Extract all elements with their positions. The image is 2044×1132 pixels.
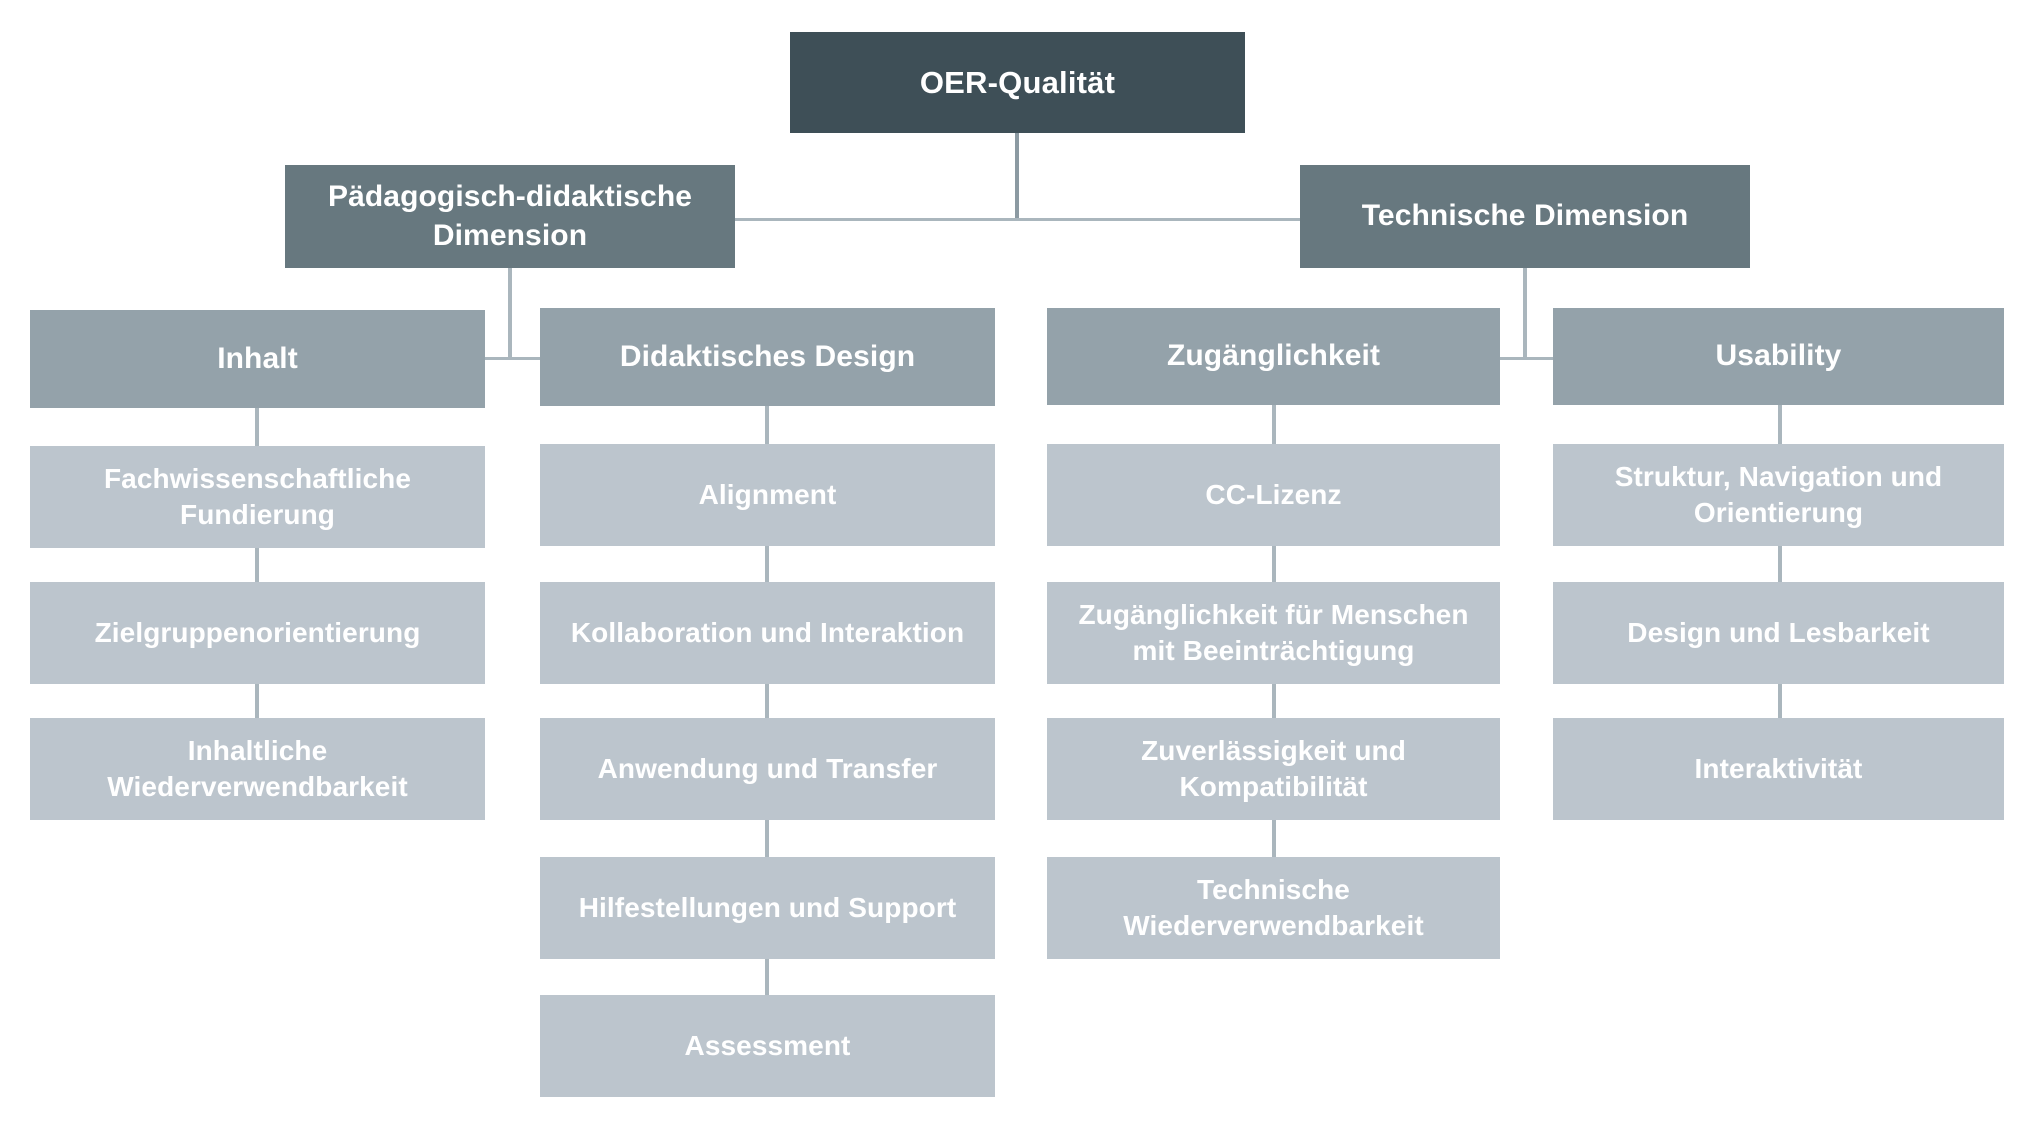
connector-col4-spine bbox=[1778, 405, 1782, 719]
node-leaf-fachwissenschaftliche-fundierung[interactable]: Fachwissenschaftliche Fundierung bbox=[30, 446, 485, 548]
node-leaf-zuverlaessigkeit-und-kompatibilitaet[interactable]: Zuverlässigkeit und Kompatibilität bbox=[1047, 718, 1500, 820]
node-dimension-paedagogisch-didaktische[interactable]: Pädagogisch-didaktische Dimension bbox=[285, 165, 735, 268]
connector-paed-category-bar bbox=[485, 357, 541, 360]
node-dimension-technische[interactable]: Technische Dimension bbox=[1300, 165, 1750, 268]
node-leaf-assessment[interactable]: Assessment bbox=[540, 995, 995, 1097]
node-leaf-design-und-lesbarkeit[interactable]: Design und Lesbarkeit bbox=[1553, 582, 2004, 684]
node-leaf-interaktivitaet[interactable]: Interaktivität bbox=[1553, 718, 2004, 820]
connector-dimension-bar bbox=[735, 218, 1301, 221]
connector-tech-category-bar bbox=[1500, 357, 1556, 360]
connector-root-stem bbox=[1015, 133, 1019, 220]
connector-col1-spine bbox=[255, 408, 259, 720]
node-category-usability[interactable]: Usability bbox=[1553, 308, 2004, 405]
node-leaf-anwendung-und-transfer[interactable]: Anwendung und Transfer bbox=[540, 718, 995, 820]
node-leaf-hilfestellungen-und-support[interactable]: Hilfestellungen und Support bbox=[540, 857, 995, 959]
node-category-zugaenglichkeit[interactable]: Zugänglichkeit bbox=[1047, 308, 1500, 405]
node-leaf-alignment[interactable]: Alignment bbox=[540, 444, 995, 546]
node-leaf-zugaenglichkeit-fuer-menschen-mit-beeintraechtigung[interactable]: Zugänglichkeit für Menschen mit Beeinträ… bbox=[1047, 582, 1500, 684]
connector-paed-stem bbox=[508, 268, 512, 360]
connector-col2-spine bbox=[765, 406, 769, 996]
node-leaf-zielgruppenorientierung[interactable]: Zielgruppenorientierung bbox=[30, 582, 485, 684]
node-root-oer-qualitaet[interactable]: OER-Qualität bbox=[790, 32, 1245, 133]
node-category-didaktisches-design[interactable]: Didaktisches Design bbox=[540, 308, 995, 406]
node-category-inhalt[interactable]: Inhalt bbox=[30, 310, 485, 408]
connector-tech-stem bbox=[1523, 268, 1527, 360]
node-leaf-cc-lizenz[interactable]: CC-Lizenz bbox=[1047, 444, 1500, 546]
node-leaf-kollaboration-und-interaktion[interactable]: Kollaboration und Interaktion bbox=[540, 582, 995, 684]
node-leaf-inhaltliche-wiederverwendbarkeit[interactable]: Inhaltliche Wiederverwendbarkeit bbox=[30, 718, 485, 820]
node-leaf-technische-wiederverwendbarkeit[interactable]: Technische Wiederverwendbarkeit bbox=[1047, 857, 1500, 959]
node-leaf-struktur-navigation-und-orientierung[interactable]: Struktur, Navigation und Orientierung bbox=[1553, 444, 2004, 546]
